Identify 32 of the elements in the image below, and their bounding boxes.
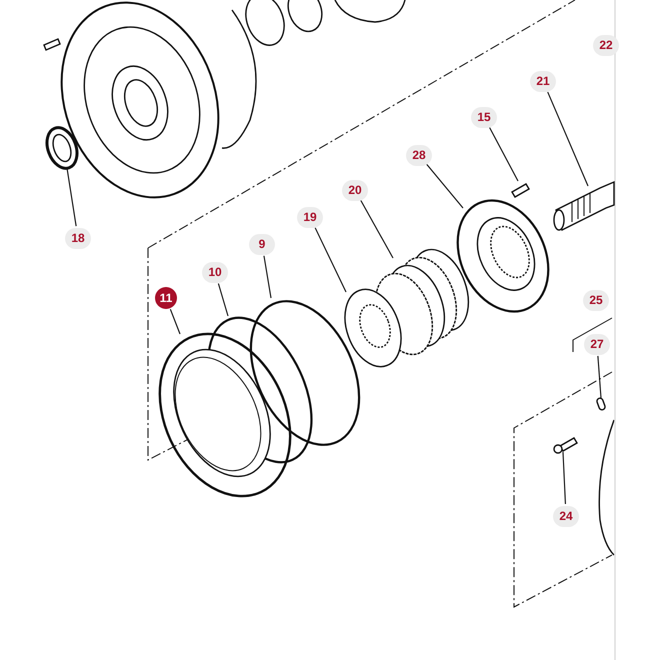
friction-disc-drawing [344, 288, 402, 368]
callout-number: 21 [530, 70, 556, 92]
callout-number: 28 [406, 144, 432, 166]
callout-number: 20 [342, 180, 368, 200]
leader-line [360, 200, 394, 258]
o-ring-drawing [250, 300, 360, 446]
oil-seal-drawing [46, 126, 78, 170]
callout-number: 22 [593, 34, 619, 56]
leader-line [547, 92, 588, 186]
leader-line [66, 168, 77, 226]
leader-line [562, 452, 566, 504]
leader-line [426, 164, 464, 208]
leader-line [489, 127, 518, 182]
cover-plate-drawing [456, 200, 550, 312]
callout-number: 24 [553, 506, 579, 526]
leader-line [597, 356, 602, 398]
callout-number: 19 [297, 206, 323, 228]
leader-line [170, 308, 181, 334]
callout-number: 9 [249, 234, 275, 254]
piston-ring-drawing [158, 332, 292, 498]
callout-number: 25 [583, 290, 609, 310]
callout-number: 10 [202, 262, 228, 282]
bolt-drawing [553, 437, 578, 454]
callout-number: 11 [155, 287, 177, 309]
leader-line [314, 228, 346, 292]
callout-number: 18 [65, 228, 91, 248]
callout-number: 15 [471, 106, 497, 128]
pin-drawing [595, 396, 607, 412]
callout-number: 27 [584, 334, 610, 354]
leader-line [263, 256, 272, 298]
splined-shaft-drawing [553, 180, 615, 231]
leader-line [218, 283, 229, 316]
